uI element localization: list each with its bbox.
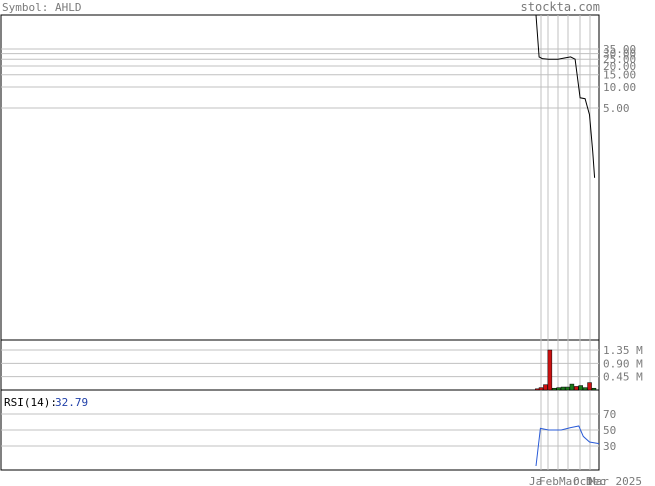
volume-bar <box>538 387 544 391</box>
volume-bar <box>582 387 588 391</box>
volume-bar <box>591 387 597 391</box>
volume-axis-ticks: 1.35 M0.90 M0.45 M <box>603 344 643 384</box>
volume-bar <box>543 384 548 391</box>
volume-bar <box>560 386 566 391</box>
volume-bar <box>574 386 579 391</box>
volume-bar <box>552 387 557 391</box>
x-axis-label: Mar <box>559 475 579 486</box>
price-tick-label: 15.00 <box>603 69 636 82</box>
rsi-tick-label: 70 <box>603 408 616 421</box>
volume-tick-label: 0.90 M <box>603 357 643 370</box>
price-line <box>535 14 596 178</box>
price-tick-label: 30.00 <box>603 48 636 61</box>
volume-bar <box>569 383 575 391</box>
volume-bar <box>587 382 592 391</box>
price-tick-label: 10.00 <box>603 81 636 94</box>
x-axis-label: Ja <box>529 475 542 486</box>
volume-panel-frame <box>0 339 600 391</box>
volume-bar <box>535 388 540 391</box>
rsi-tick-label: 30 <box>603 440 616 453</box>
volume-tick-label: 1.35 M <box>603 344 643 357</box>
price-tick-label: 35.00 <box>603 43 636 56</box>
rsi-value: 32.79 <box>55 396 88 409</box>
price-tick-label: 25.00 <box>603 53 636 66</box>
volume-bar <box>556 387 561 391</box>
site-label: stockta.com <box>521 0 600 14</box>
volume-bar <box>565 386 570 391</box>
volume-tick-label: 0.45 M <box>603 371 643 384</box>
rsi-axis-ticks: 70 50 30 <box>603 408 616 453</box>
vertical-grid <box>540 15 591 470</box>
rsi-tick-label: 50 <box>603 424 616 437</box>
rsi-line <box>535 425 600 467</box>
price-panel-frame <box>0 14 600 341</box>
price-tick-label: 5.00 <box>603 102 630 115</box>
rsi-label: RSI(14): <box>4 396 57 409</box>
x-axis-label: Feb <box>539 475 559 486</box>
x-axis-label: Oct <box>573 475 593 486</box>
volume-bar <box>547 349 553 391</box>
x-axis-label: Mar 2025 <box>589 475 642 486</box>
volume-bars <box>535 349 597 391</box>
symbol-label: Symbol: AHLD <box>2 1 81 14</box>
volume-grid <box>1 349 599 378</box>
price-tick-label: 20.00 <box>603 60 636 73</box>
price-grid <box>1 48 599 109</box>
rsi-grid <box>1 413 599 447</box>
volume-bar <box>578 385 583 391</box>
x-axis-label: Dec <box>586 475 606 486</box>
